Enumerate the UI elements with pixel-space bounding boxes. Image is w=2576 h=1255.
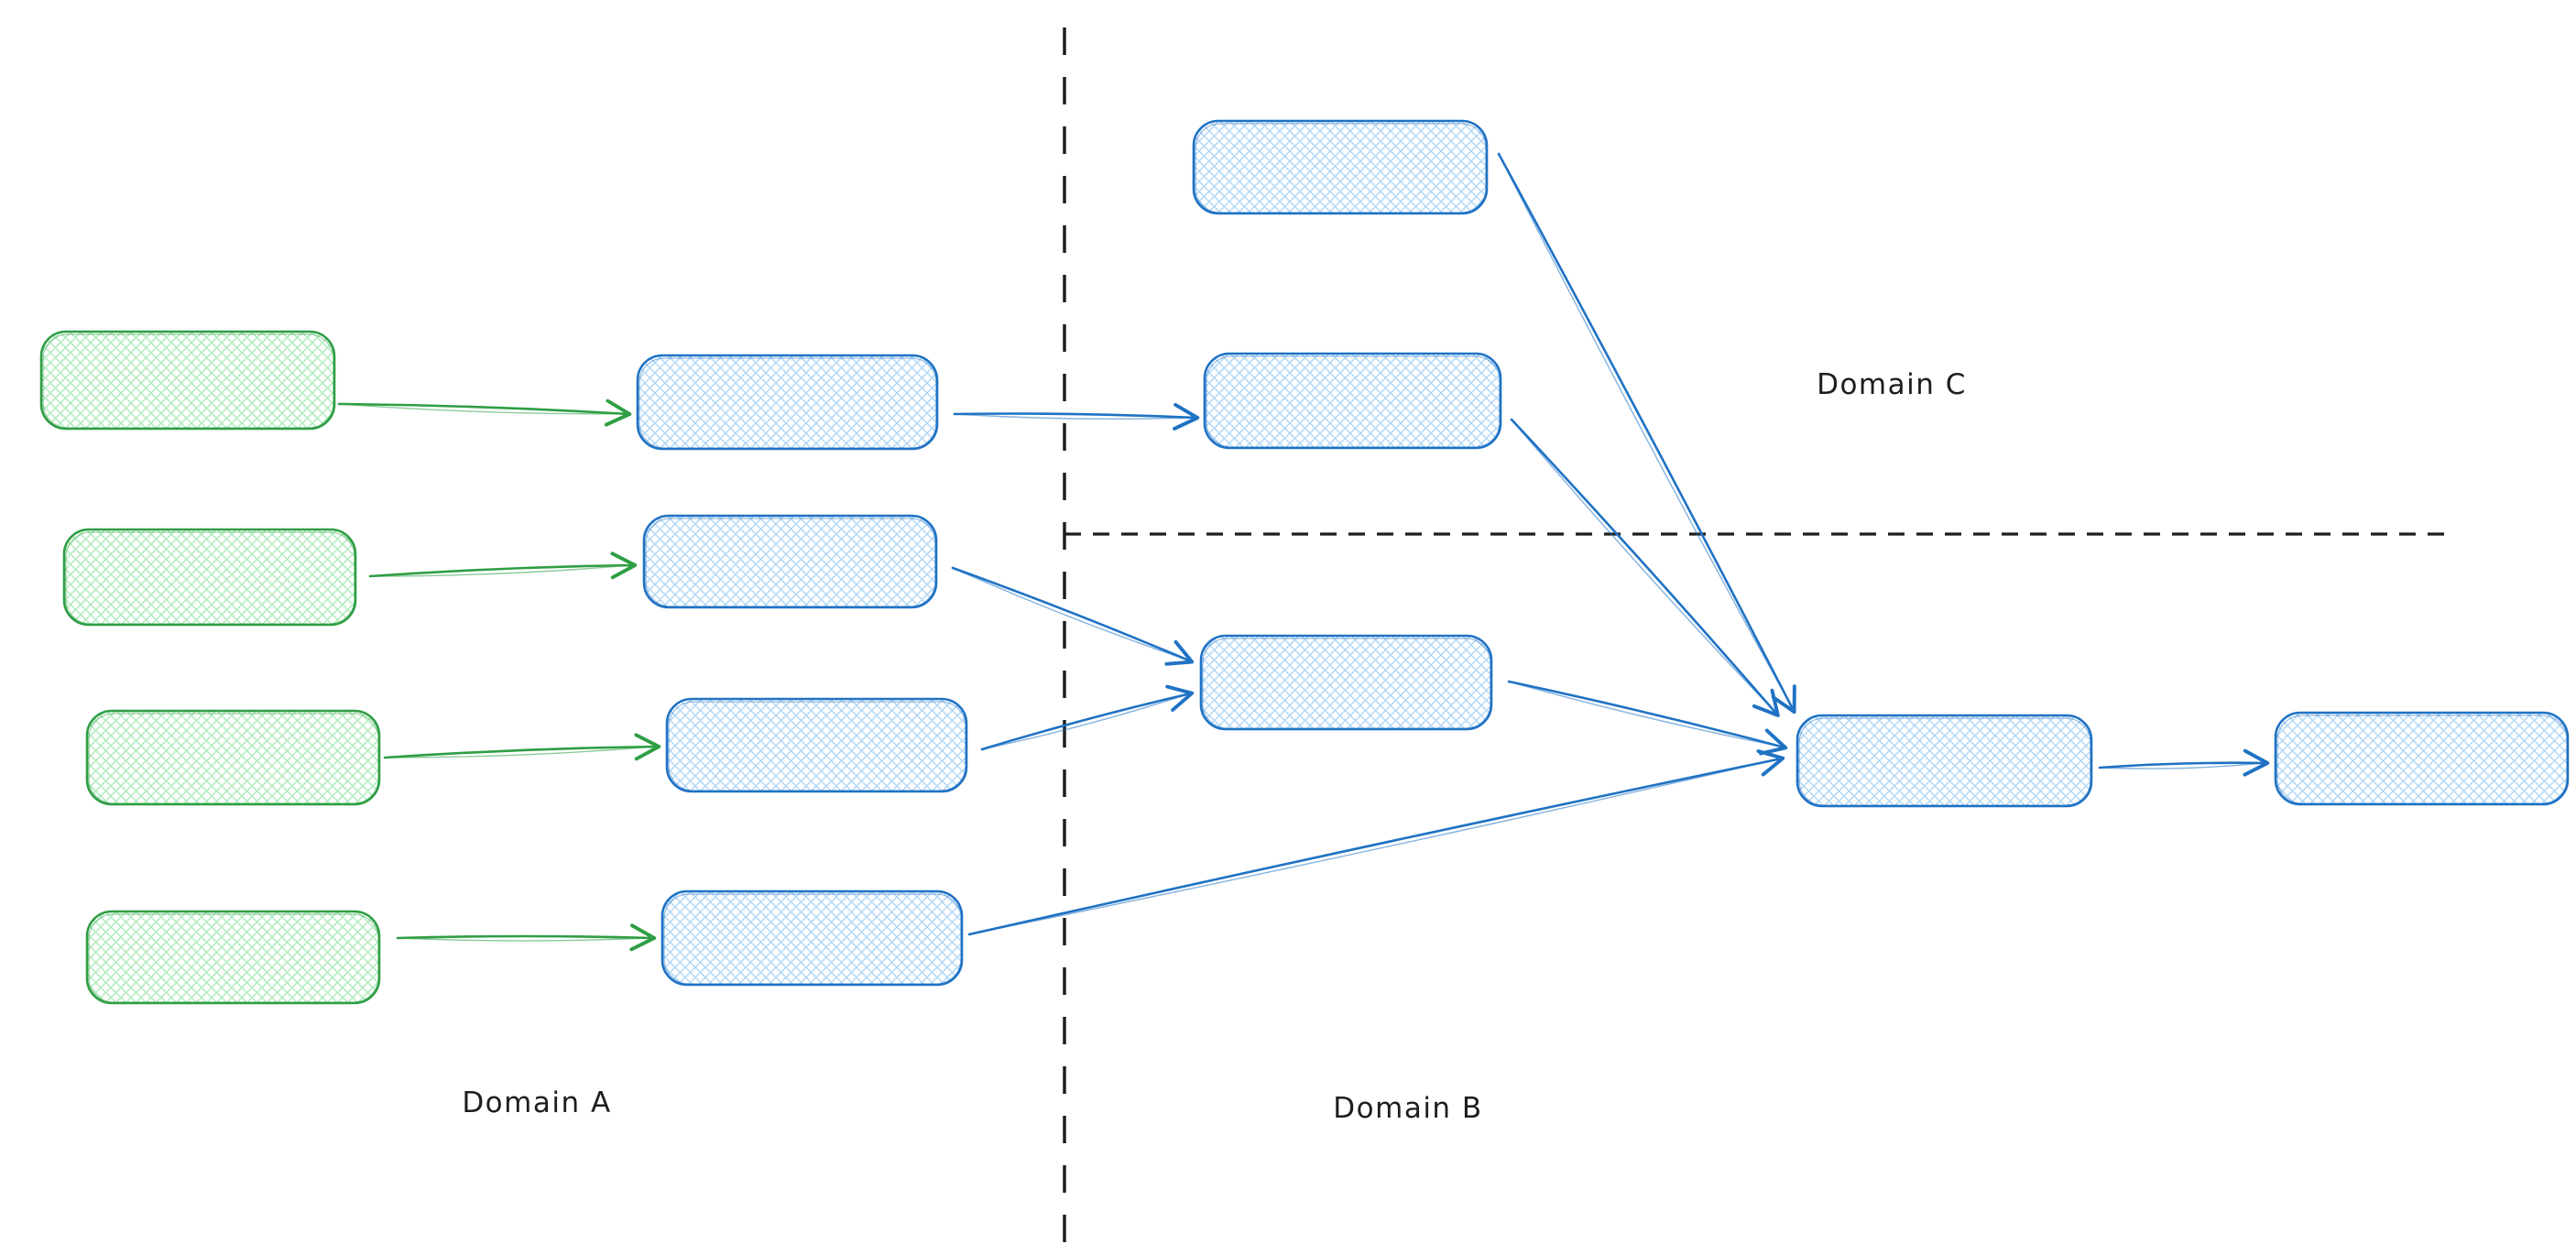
domain-a-node-1 bbox=[636, 354, 939, 451]
edge-node2-bnode1-sketch-stroke bbox=[952, 567, 1187, 660]
domain-a-input-4-sketch-outline bbox=[88, 913, 379, 1003]
domain-a-input-3 bbox=[85, 709, 381, 806]
domain-a-input-1-sketch-outline bbox=[42, 333, 334, 429]
edge-input1-node1-sketch-stroke bbox=[338, 403, 623, 415]
edge-cnode1-hub bbox=[1497, 152, 1796, 715]
domain-a-input-2-sketch-outline bbox=[65, 531, 355, 625]
domain-b-node-1-sketch-outline bbox=[1202, 638, 1491, 729]
domain-a-node-4-sketch-outline bbox=[663, 893, 962, 985]
edge-input4-node4 bbox=[396, 923, 657, 952]
edge-node1-cnode2 bbox=[953, 403, 1200, 431]
edge-node4-hub bbox=[967, 749, 1785, 936]
domain-a-node-1-sketch-outline bbox=[639, 357, 937, 449]
domain-a-input-2 bbox=[62, 528, 357, 627]
edge-input3-node3 bbox=[383, 733, 661, 761]
domain-c-node-1 bbox=[1192, 119, 1489, 215]
domain-a-node-2-sketch-outline bbox=[645, 518, 936, 607]
edge-node2-bnode1 bbox=[951, 566, 1195, 666]
domain-c-node-2-sketch-outline bbox=[1206, 355, 1501, 448]
edge-input1-node1 bbox=[337, 398, 632, 427]
edge-cnode2-hub-sketch-stroke bbox=[1511, 419, 1773, 710]
domain-b-hub-sketch-outline bbox=[1798, 717, 2091, 806]
diagram-edges bbox=[337, 152, 2270, 952]
domain-c-node-1-sketch-outline bbox=[1195, 123, 1487, 213]
edge-bnode1-hub bbox=[1507, 680, 1788, 756]
domain-dividers bbox=[1063, 27, 2446, 1242]
edge-input2-node2-sketch-stroke bbox=[369, 564, 629, 577]
edge-node3-bnode1 bbox=[980, 684, 1195, 751]
domain-a-node-3-sketch-outline bbox=[668, 701, 966, 791]
label-domain-b: Domain B bbox=[1333, 1092, 1482, 1125]
edge-node3-bnode1-sketch-stroke bbox=[981, 693, 1187, 750]
domain-a-node-4 bbox=[660, 889, 964, 987]
domain-c-node-2 bbox=[1203, 352, 1502, 450]
label-domain-a: Domain A bbox=[462, 1086, 611, 1119]
diagram-nodes bbox=[39, 119, 2570, 1005]
edge-cnode1-hub-sketch-stroke bbox=[1498, 153, 1789, 701]
output-node bbox=[2274, 711, 2570, 806]
edge-input4-node4-sketch-stroke bbox=[397, 937, 649, 942]
edge-cnode2-hub bbox=[1510, 418, 1780, 717]
output-node-sketch-outline bbox=[2276, 715, 2568, 804]
domain-a-input-4 bbox=[85, 910, 381, 1005]
domain-a-input-1 bbox=[39, 330, 336, 431]
domain-b-hub bbox=[1796, 714, 2093, 808]
label-domain-c: Domain C bbox=[1817, 368, 1967, 401]
domain-b-node-1 bbox=[1199, 634, 1493, 731]
domain-a-node-2 bbox=[642, 514, 938, 609]
edge-hub-output bbox=[2098, 748, 2270, 777]
edge-node1-cnode2-sketch-stroke bbox=[954, 413, 1192, 420]
domain-a-input-3-sketch-outline bbox=[88, 713, 379, 804]
edge-bnode1-hub-sketch-stroke bbox=[1508, 681, 1780, 748]
edge-input3-node3-sketch-stroke bbox=[384, 746, 653, 758]
edge-node4-hub-sketch-stroke bbox=[968, 761, 1766, 935]
edge-input2-node2 bbox=[368, 551, 638, 580]
domain-a-node-3 bbox=[665, 697, 968, 793]
domain-labels: Domain A Domain B Domain C bbox=[462, 368, 1967, 1125]
